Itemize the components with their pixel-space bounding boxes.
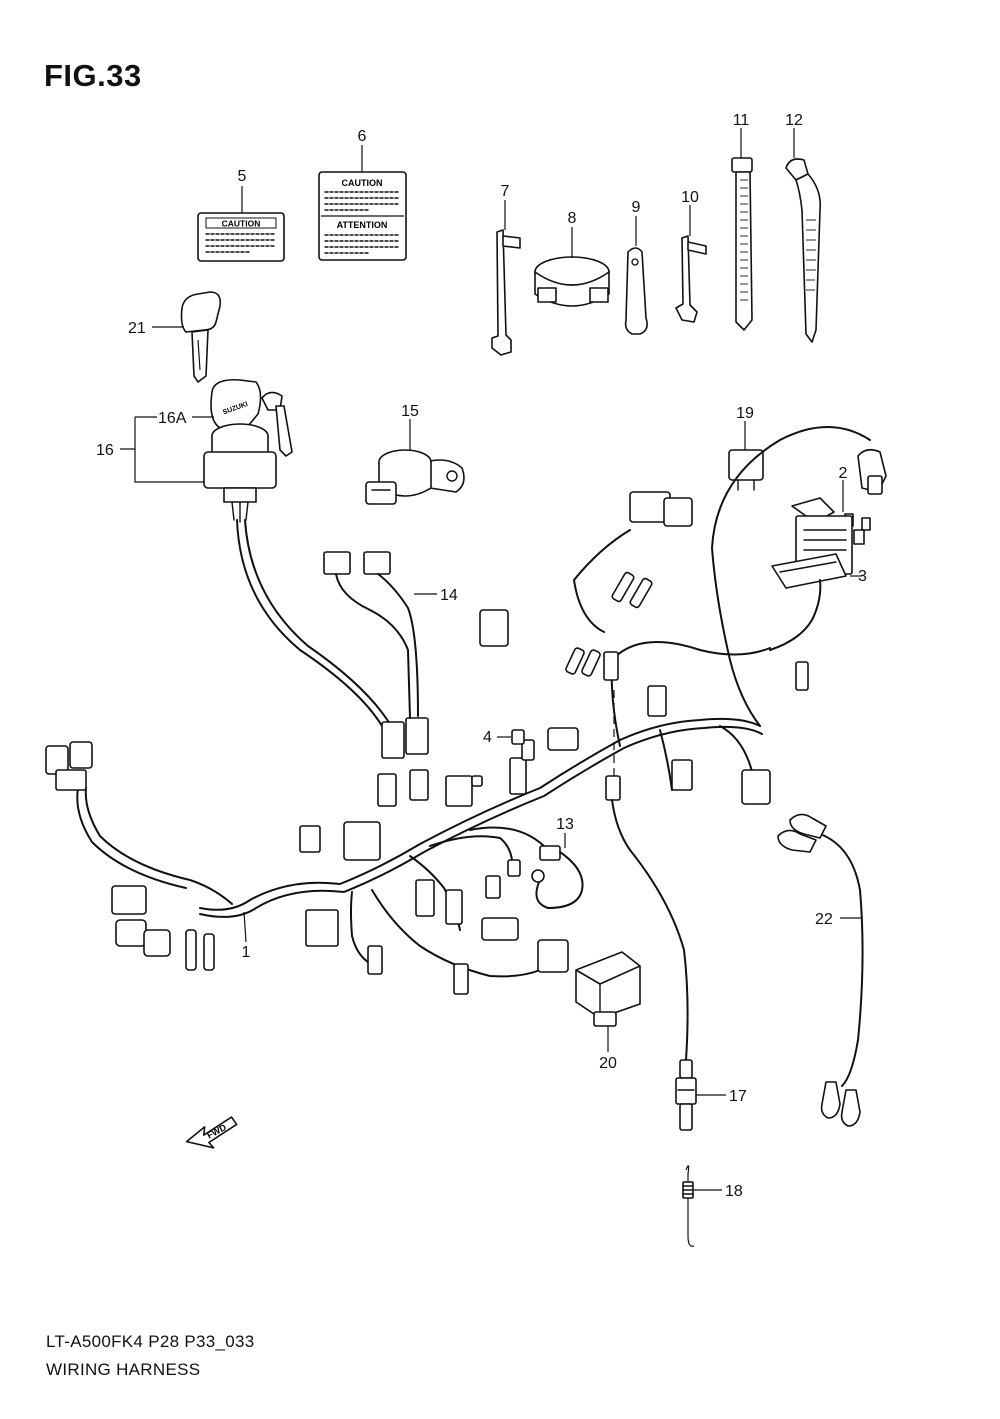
callout-8: 8: [568, 210, 577, 227]
callout-7: 7: [501, 183, 510, 200]
fwd-arrow-icon: FWD: [185, 1116, 238, 1149]
callout-20: 20: [599, 1055, 617, 1072]
part-14-sub-harness: [323, 551, 419, 719]
caution-text: CAUTION: [222, 219, 261, 229]
callout-12: 12: [785, 112, 803, 129]
callout-11: 11: [733, 112, 750, 129]
part-20-relay: [575, 951, 641, 1027]
part-1-main-harness: [76, 426, 871, 978]
part-16-ignition-switch: SUZUKI: [203, 378, 293, 523]
callout-1: 1: [242, 944, 251, 961]
attention-text: ATTENTION: [337, 220, 388, 230]
callout-22: 22: [815, 911, 833, 928]
callout-16a: 16A: [158, 410, 187, 427]
callout-18: 18: [725, 1183, 743, 1200]
callout-15: 15: [401, 403, 419, 420]
callout-4: 4: [483, 729, 492, 746]
callout-6: 6: [358, 128, 367, 145]
harness-connectors: [45, 491, 809, 995]
part-22-lead-wire: [777, 813, 864, 1127]
part-12-cable-tie: [785, 158, 822, 343]
callout-5: 5: [238, 168, 247, 185]
diagram-title: WIRING HARNESS: [46, 1360, 201, 1379]
part-7-clamp: [491, 229, 521, 356]
callout-9: 9: [632, 199, 641, 216]
part-17-sensor: [611, 690, 697, 1131]
part-5-caution-label: CAUTION: [197, 212, 285, 262]
part-18-pin: [682, 1165, 695, 1247]
part-3-fuse-box: [771, 497, 853, 589]
callout-16: 16: [96, 442, 114, 459]
part-11-cable-tie: [731, 157, 753, 331]
part-21-key: [180, 291, 222, 383]
callout-13: 13: [556, 816, 574, 833]
connector-top-right: [857, 448, 887, 495]
part-10-clamp: [675, 235, 707, 323]
part-9-clamp: [624, 247, 648, 335]
callout-3: 3: [858, 568, 867, 585]
figure-title: FIG.33: [44, 58, 142, 93]
callout-21: 21: [128, 320, 146, 337]
part-8-band-clamp: [534, 256, 610, 307]
caution-text-2: CAUTION: [342, 178, 383, 188]
part-15-sensor: [365, 449, 465, 505]
diagram-code: LT-A500FK4 P28 P33_033: [46, 1332, 255, 1351]
part-4-connector: [511, 729, 525, 745]
callout-10: 10: [681, 189, 699, 206]
callout-2: 2: [839, 465, 848, 482]
callout-14: 14: [440, 587, 458, 604]
part-13-ground-lead: [531, 845, 584, 909]
callout-19: 19: [736, 405, 754, 422]
part-6-caution-attention-label: CAUTION ATTENTION: [318, 171, 407, 261]
callout-17: 17: [729, 1088, 747, 1105]
